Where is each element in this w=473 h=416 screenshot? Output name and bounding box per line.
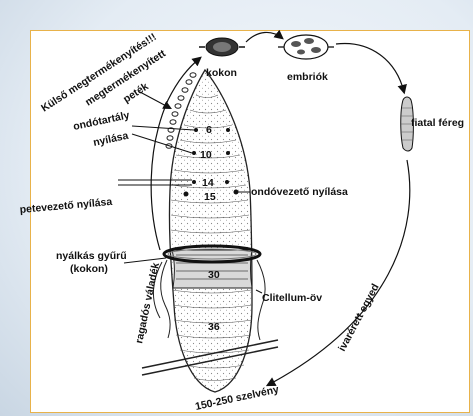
embryos-drawing [278, 35, 334, 59]
segment-number-15: 15 [204, 191, 216, 203]
embryo-to-young-arrow [336, 43, 404, 92]
segment-number-6: 6 [206, 124, 212, 136]
mature-individual-label: ivarérett egyed [336, 282, 382, 354]
segment-number-10: 10 [200, 149, 212, 161]
seminal-receptacle-label-line2: nyílása [92, 130, 129, 149]
embryos-label: embriók [287, 71, 328, 83]
cocoon-label: kokon [206, 67, 237, 79]
segment-number-30: 30 [208, 269, 220, 281]
oviduct-opening-label: petevezető nyílása [19, 196, 113, 216]
cocoon-to-embryo-arrow [246, 32, 282, 42]
mucus-ring-label-line2: (kokon) [70, 263, 108, 275]
segment-number-36: 36 [208, 321, 220, 333]
sperm-duct-opening-label: ondóvezető nyílása [251, 186, 348, 198]
segment-number-14: 14 [202, 177, 214, 189]
clitellum-belt-label: Clitellum-öv [262, 292, 322, 304]
seminal-receptacle-label-line1: ondótartály [72, 109, 131, 133]
sticky-secretion-label: ragadós váladék [133, 261, 162, 344]
worm-body [169, 70, 252, 392]
cocoon-drawing [199, 38, 245, 56]
mucus-ring-leader [124, 258, 166, 263]
mucus-ring-label-line1: nyálkás gyűrű [56, 250, 127, 262]
young-worm-label: fiatal féreg [411, 117, 464, 129]
